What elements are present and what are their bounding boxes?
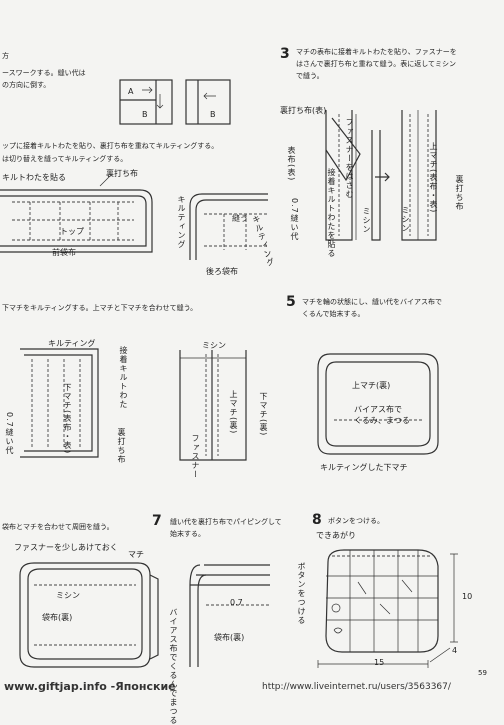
- step3-zipper-left: [325, 110, 381, 241]
- ab-label-a: A: [128, 87, 134, 96]
- step8-dim-d: 4: [452, 646, 458, 655]
- step6-label-machine: ミシン: [56, 591, 80, 600]
- step2-front-panel: [0, 173, 153, 253]
- intro-line-1: ースワークする。縫い代は: [2, 69, 86, 77]
- step5-label-bias: バイアス布で: [354, 405, 402, 414]
- step5-label-quilt: キルティングした下マチ: [320, 463, 408, 472]
- step3-text-1: マチの表布に接着キルトわたを貼り、ファスナーを: [296, 48, 457, 56]
- ab-diagram-left: [119, 79, 173, 125]
- page-number: 59: [478, 669, 487, 677]
- step6-bag: [19, 562, 159, 668]
- ab-label-b-left: B: [142, 110, 148, 119]
- step6-label-gusset: マチ: [128, 550, 144, 559]
- step7-text-1: 縫い代を裏打ち布でパイピングして: [170, 518, 282, 526]
- step2-label-batting: キルトわたを貼る: [2, 173, 66, 182]
- step7-label-bias: バイアス布でくるんでまつる: [169, 608, 178, 725]
- step5-gusset-ring: [317, 353, 439, 455]
- step2-text-1: ップに接着キルトわたを貼り、裏打ち布を重ねてキルティングする。: [2, 142, 219, 150]
- step6-label-zip: ファスナーを少しあけておく: [14, 543, 118, 552]
- step2-label-back-bag: 後ろ袋布: [206, 267, 238, 276]
- step3-label-batting: 接着キルトわたを貼る: [327, 168, 336, 258]
- step4-label-back: 裏打ち布: [117, 428, 126, 464]
- step4-label-batting: 接着キルトわた: [119, 346, 128, 409]
- footer-watermark-right: http://www.liveinternet.ru/users/3563367…: [262, 682, 451, 692]
- step5-text-1: マチを輪の状態にし、縫い代をバイアス布で: [302, 298, 442, 306]
- step3-label-back: 裏打ち布(表): [280, 106, 327, 115]
- step7-number: 7: [152, 513, 162, 529]
- step4-label-lower: 下マチ(表布・表): [63, 383, 72, 455]
- step4-label-upper: 上マチ(裏): [229, 390, 238, 435]
- step4-label-zip: ファスナー: [191, 434, 200, 479]
- step8-number: 8: [312, 512, 322, 528]
- step4-label-quilting: キルティング: [48, 339, 96, 348]
- step2-label-top: トップ: [60, 227, 84, 236]
- step6-label-bag: 袋布(裏): [42, 613, 73, 622]
- step8-text-1: ボタンをつける。: [328, 517, 384, 525]
- step4-joined-gusset: [179, 350, 247, 461]
- step4-label-machine: ミシン: [202, 341, 226, 350]
- step5-label-bias-2: くるみ、まつる: [354, 416, 410, 425]
- step3-label-sa: 0.7縫い代: [290, 198, 299, 241]
- step2-text-2: は切り替えを縫ってキルティングする。: [2, 155, 128, 163]
- step3-label-machine-2: ミシン: [401, 206, 410, 233]
- ab-label-b-right: B: [210, 110, 216, 119]
- step3-label-zip: ファスナーをはさむ: [345, 118, 354, 199]
- step8-label-button: ボタンをつける: [297, 562, 306, 625]
- step5-label-upper: 上マチ(裏): [352, 381, 391, 390]
- step5-number: 5: [286, 294, 296, 310]
- step6-text-1: 袋布とマチを合わせて周囲を縫う。: [2, 523, 114, 531]
- step3-number: 3: [280, 46, 290, 62]
- step2-label-sew: 縫う: [232, 214, 248, 223]
- step4-text-1: 下マチをキルティングする。上マチと下マチを合わせて縫う。: [2, 304, 198, 312]
- intro-line-2: の方向に倒す。: [2, 81, 51, 89]
- step4-label-lower2: 下マチ(裏): [259, 392, 268, 437]
- step8-dimension-lines: [317, 553, 458, 668]
- step3-text-2: はさんで裏打ち布と重ねて縫う。表に返してミシン: [296, 60, 457, 68]
- step3-zipper-right: [401, 110, 437, 241]
- step8-dim-h: 10: [462, 592, 473, 601]
- step3-label-face: 表布(表): [287, 146, 296, 182]
- step8-label-done: できあがり: [316, 531, 356, 540]
- step4-label-sa: 0.7縫い代: [5, 412, 14, 455]
- step2-label-quilting-left: キルティング: [177, 195, 186, 249]
- step2-back-panel: [189, 193, 268, 260]
- step7-label-sa: 0.7: [230, 598, 243, 607]
- step7-text-2: 始末する。: [170, 530, 205, 538]
- ab-diagram-right: [185, 79, 231, 125]
- step3-label-upper: 上マチ(表布・表): [429, 142, 438, 214]
- footer-watermark-left: www.giftjap.info -Японские: [4, 680, 176, 693]
- step5-text-2: くるんで始末する。: [302, 310, 365, 318]
- step8-dim-w: 15: [374, 658, 385, 667]
- intro-line-top: 方: [2, 52, 9, 60]
- step4-lower-gusset: [20, 348, 99, 458]
- step3-arrow: [375, 172, 390, 182]
- step8-finished-pouch: [325, 549, 439, 653]
- step3-text-3: で縫う。: [296, 72, 324, 80]
- step2-label-front: 前袋布: [52, 248, 76, 257]
- step2-label-back: 裏打ち布: [106, 169, 138, 178]
- step7-label-bag: 袋布(裏): [214, 633, 245, 642]
- step7-bag-corner: [189, 564, 270, 667]
- step3-label-machine-1: ミシン: [362, 207, 371, 234]
- step3-label-back2: 裏打ち布: [455, 175, 464, 211]
